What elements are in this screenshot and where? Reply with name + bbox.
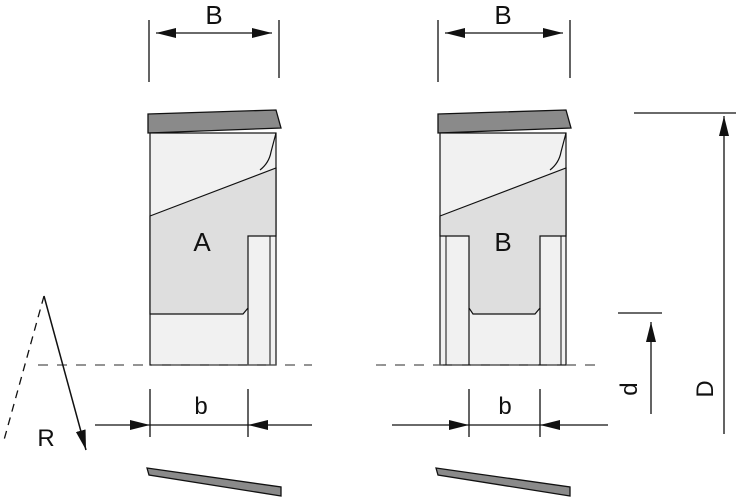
radius-indicator: R (3, 295, 87, 452)
depth-dimension: d (616, 312, 662, 414)
tooth-a-gullet-shade (149, 167, 277, 315)
tooth-a-side-bar (146, 467, 282, 497)
radius-arrow (43, 295, 87, 451)
tooth-b-side-bar (435, 467, 571, 497)
diameter-dimension: D (634, 112, 736, 434)
tooth-b: B B b (392, 0, 608, 497)
tooth-a-width-label: B (205, 0, 222, 30)
diameter-label: D (692, 380, 719, 397)
tooth-a-base-label: b (194, 393, 207, 420)
tooth-a-carbide-tip (147, 109, 282, 134)
tooth-b-carbide-tip (437, 109, 572, 134)
radius-dashed-line (3, 295, 45, 441)
tooth-a-name-label: A (193, 227, 211, 257)
tooth-b-width-label: B (494, 0, 511, 30)
tooth-b-name-label: B (494, 227, 511, 257)
radius-label: R (37, 425, 54, 452)
tooth-b-gullet-shade (439, 167, 567, 315)
depth-label: d (616, 382, 643, 395)
tooth-a-bevel-line (259, 132, 277, 171)
tooth-b-base-label: b (498, 393, 511, 420)
tooth-a: B A b (95, 0, 312, 497)
tooth-b-bevel-line (549, 132, 567, 171)
